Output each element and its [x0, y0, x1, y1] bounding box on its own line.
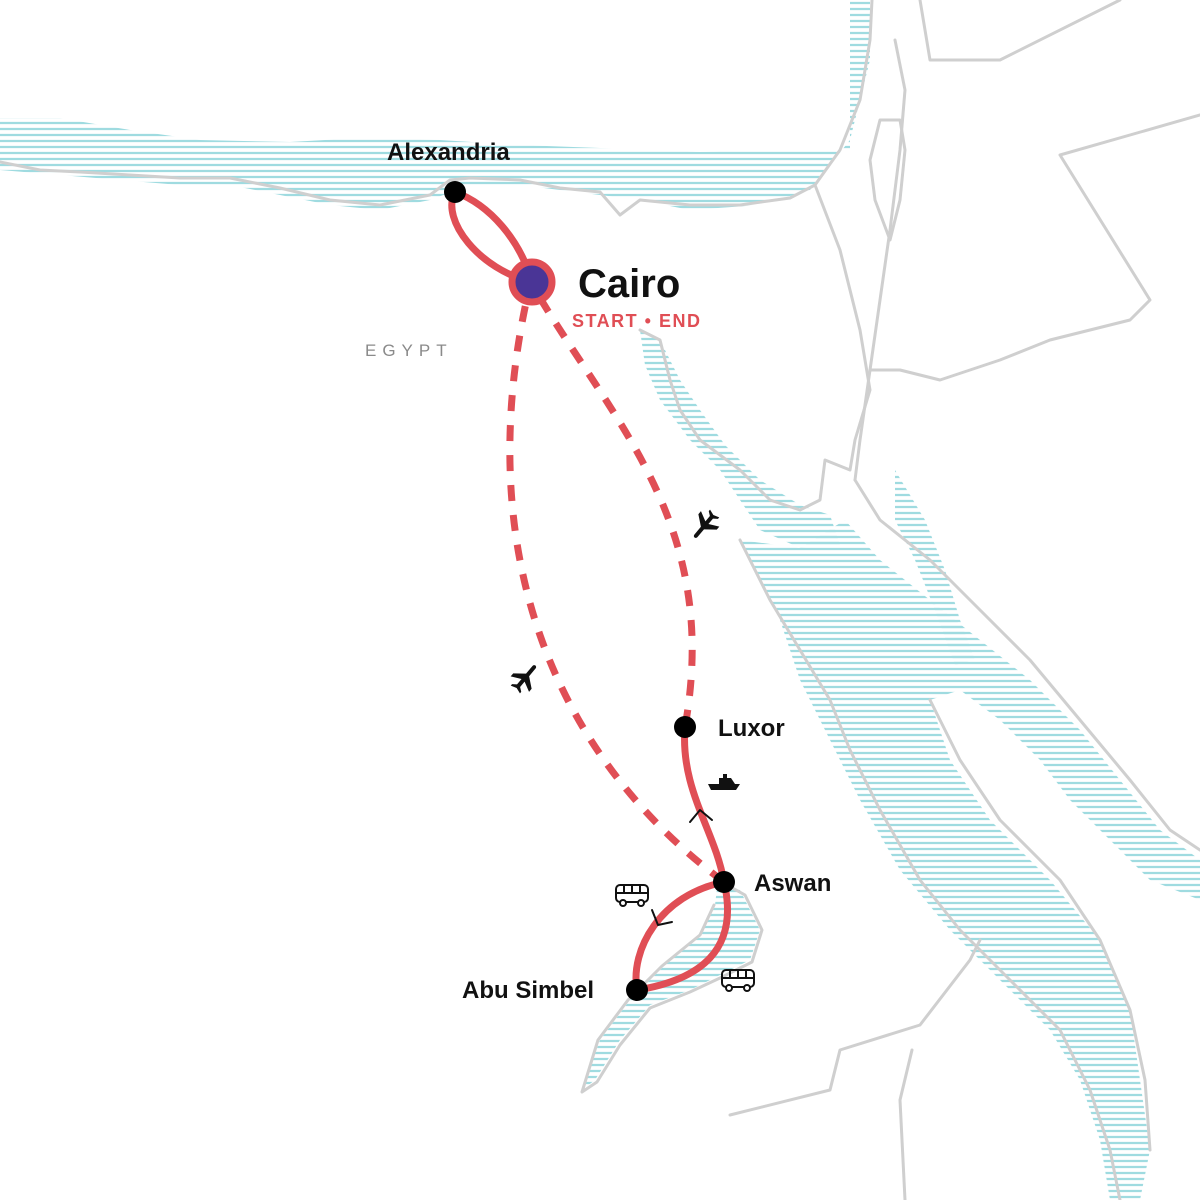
leg-aswan-cairo-flight — [506, 297, 727, 885]
leg-aswan-abusimbel-bus-west — [632, 878, 728, 994]
sinai-east-border — [853, 38, 907, 482]
saudi-coast — [853, 478, 1200, 852]
country-label: EGYPT — [365, 341, 453, 360]
city-label-luxor: Luxor — [718, 715, 785, 742]
leg-abusimbel-aswan-bus-east — [633, 878, 732, 994]
stop-marker-alexandria[interactable] — [444, 181, 466, 203]
city-label-aswan: Aswan — [754, 870, 831, 897]
nubian-border — [898, 1048, 914, 1200]
direction-arrow-boat — [689, 809, 713, 823]
red-sea-inner-coast — [928, 698, 1152, 1152]
gulf-of-suez — [640, 330, 840, 548]
stop-marker-luxor[interactable] — [674, 716, 696, 738]
city-label-abu-simbel: Abu Simbel — [462, 977, 594, 1004]
start-city-label: Cairo — [578, 262, 680, 306]
direction-arrow-bus — [651, 909, 673, 926]
red-sea-west-coast — [738, 538, 1122, 1200]
labels-layer: EGYPT Cairo START • END Alexandria Luxor… — [365, 139, 831, 1004]
gaza-israel-border — [868, 118, 907, 242]
sudan-border — [728, 938, 982, 1117]
stop-marker-aswan[interactable] — [713, 871, 735, 893]
bus-icon — [615, 884, 649, 907]
leg-luxor-aswan-boat — [681, 723, 728, 886]
start-end-badge: START • END — [572, 311, 701, 331]
boat-icon — [708, 774, 740, 790]
plane-icon — [685, 505, 724, 546]
stops-layer — [444, 181, 735, 1001]
leg-cairo-luxor-flight — [537, 296, 696, 728]
city-label-alexandria: Alexandria — [387, 139, 510, 166]
lake-nasser-shore — [580, 878, 764, 1094]
gulf-of-aqaba — [895, 470, 975, 665]
red-sea — [740, 520, 1200, 1200]
stop-marker-abu-simbel[interactable] — [626, 979, 648, 1001]
start-end-marker[interactable] — [508, 258, 556, 306]
sinai-west-border — [638, 183, 872, 512]
jordan-border — [868, 113, 1200, 382]
mediterranean-sea — [0, 0, 870, 210]
plane-icon — [506, 657, 545, 698]
north-east-border — [918, 0, 1122, 62]
